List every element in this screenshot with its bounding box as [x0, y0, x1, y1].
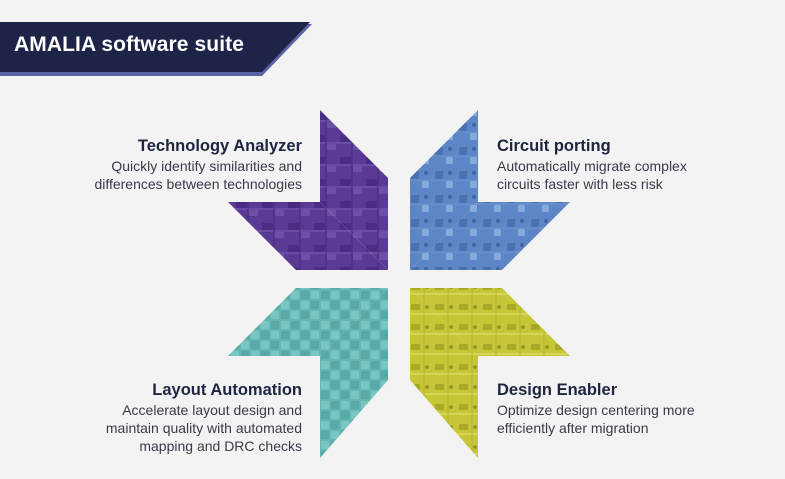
layout-segment-horizontal: [228, 288, 388, 356]
description-line: differences between technologies: [94, 176, 302, 192]
feature-title: Design Enabler: [497, 381, 618, 399]
feature-title: Layout Automation: [152, 381, 302, 399]
description-line: Accelerate layout design and: [122, 402, 302, 418]
feature-technology-analyzer: Technology Analyzer Quickly identify sim…: [94, 136, 302, 193]
description-line: maintain quality with automated: [105, 420, 302, 436]
description-line: Quickly identify similarities and: [111, 158, 302, 174]
description-line: circuits faster with less risk: [497, 176, 663, 192]
title-banner: [0, 22, 312, 76]
enabler-segment-vertical: [410, 288, 478, 458]
feature-description: Optimize design centering more efficient…: [497, 401, 695, 437]
feature-layout-automation: Layout Automation Accelerate layout desi…: [106, 380, 302, 455]
feature-title: Technology Analyzer: [137, 137, 302, 155]
layout-segment-vertical: [320, 288, 388, 458]
feature-description: Quickly identify similarities and differ…: [94, 157, 302, 193]
analyzer-segment-horizontal: [228, 202, 388, 270]
description-line: mapping and DRC checks: [139, 438, 302, 454]
description-line: efficiently after migration: [497, 420, 649, 436]
feature-title: Circuit porting: [497, 137, 611, 155]
page-title: AMALIA software suite: [14, 33, 245, 56]
porting-segment-vertical: [410, 110, 478, 270]
description-line: Automatically migrate complex: [497, 158, 687, 174]
porting-segment-horizontal: [410, 202, 570, 270]
feature-description: Accelerate layout design and maintain qu…: [106, 401, 302, 455]
feature-circuit-porting: Circuit porting Automatically migrate co…: [497, 136, 687, 193]
analyzer-segment-vertical: [320, 110, 388, 270]
description-line: Optimize design centering more: [497, 402, 695, 418]
feature-description: Automatically migrate complex circuits f…: [497, 157, 687, 193]
enabler-segment-horizontal: [410, 288, 570, 356]
feature-design-enabler: Design Enabler Optimize design centering…: [497, 380, 695, 437]
